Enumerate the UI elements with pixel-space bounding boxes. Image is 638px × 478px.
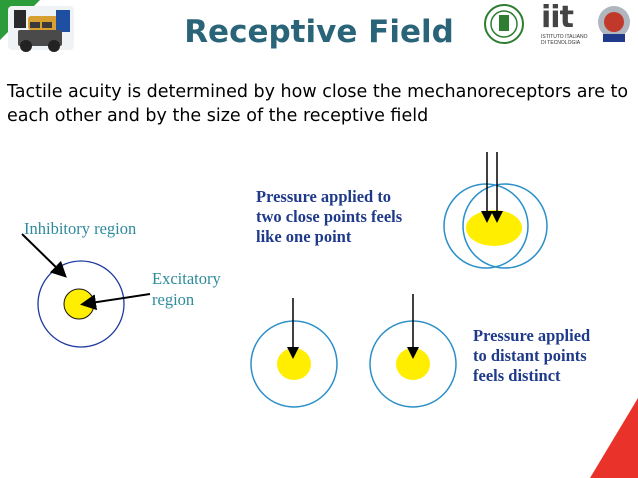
close-field-right-ring (462, 183, 548, 269)
robot-image-graphic (8, 6, 74, 52)
excitatory-label-line-2: region (152, 290, 195, 309)
university-crest-logo (598, 6, 630, 42)
iit-logo-text: iit (541, 0, 574, 35)
distant-field-right-excitatory (396, 348, 430, 380)
page-title: Receptive Field (184, 14, 454, 50)
close-caption-line-2: two close points feels (256, 207, 403, 226)
iit-logo (539, 3, 587, 33)
inhibitory-arrow (21, 233, 67, 278)
inhibitory-region-circle (37, 260, 125, 348)
excitatory-label-line-1: Excitatory (152, 269, 221, 288)
close-field-excitatory (466, 210, 522, 246)
distant-points-caption: Pressure applied to distant points feels… (473, 326, 590, 386)
distant-field-left-excitatory (277, 348, 311, 380)
body-text: Tactile acuity is determined by how clos… (7, 82, 629, 126)
excitatory-arrow (80, 293, 151, 311)
excitatory-label: Excitatory region (152, 268, 221, 310)
close-field-left-ring (443, 183, 529, 269)
corner-red-decoration (590, 398, 638, 478)
iit-sub-line-2: DI TECNOLOGIA (541, 40, 581, 46)
close-caption-line-3: like one point (256, 227, 352, 246)
close-points-caption: Pressure applied to two close points fee… (256, 187, 402, 247)
close-caption-line-1: Pressure applied to (256, 187, 392, 206)
distant-caption-line-1: Pressure applied (473, 326, 591, 345)
distant-field-left-ring (250, 320, 338, 408)
iit-sub-line-1: ISTITUTO ITALIANO (541, 34, 588, 40)
sysu-logo (484, 4, 524, 44)
inhibitory-label: Inhibitory region (24, 219, 137, 238)
distant-caption-line-2: to distant points (473, 346, 587, 365)
iit-logo-subtext: ISTITUTO ITALIANO DI TECNOLOGIA (541, 34, 588, 46)
distant-caption-line-3: feels distinct (473, 366, 561, 385)
